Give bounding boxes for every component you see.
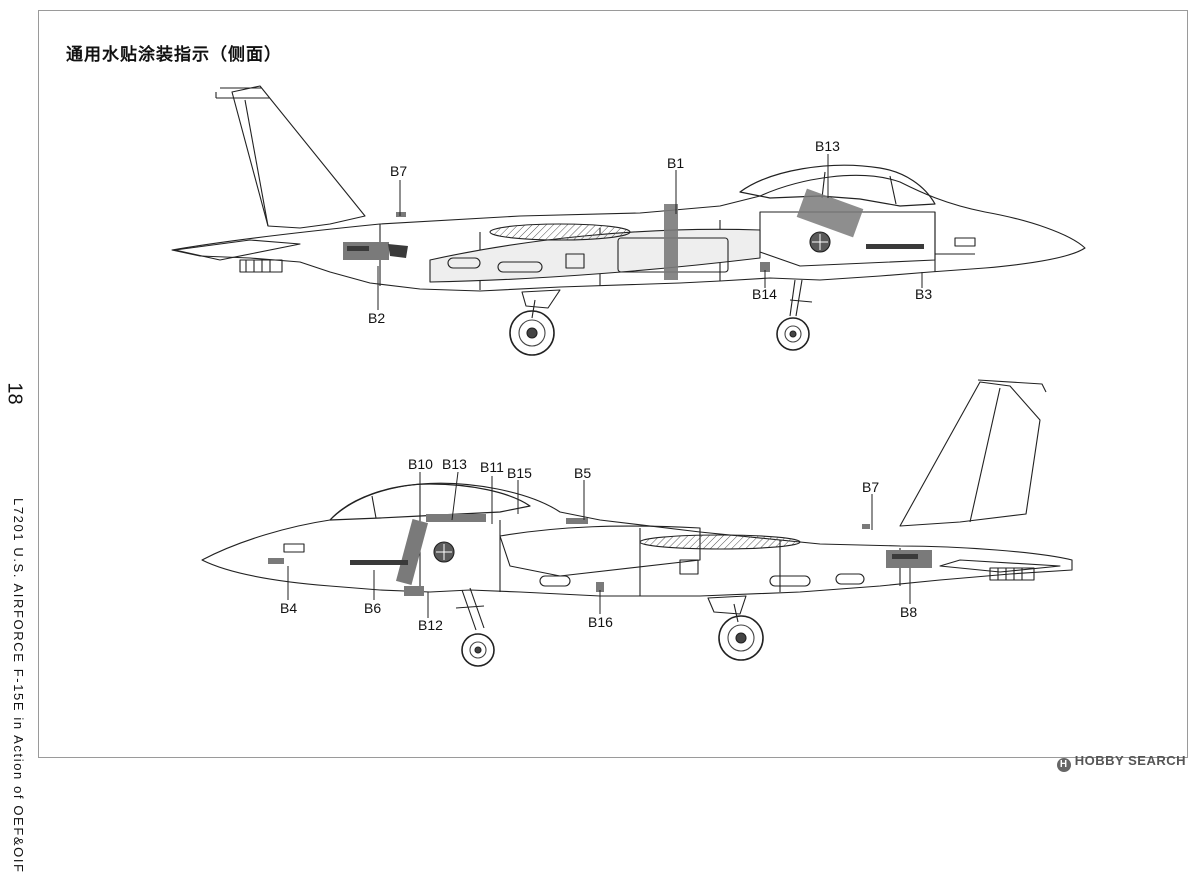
aircraft-diagram [171, 85, 1086, 667]
top-canopy [739, 164, 936, 207]
bottom-vertical-tail [899, 381, 1041, 527]
callout-top-b13: B13 [815, 138, 840, 154]
callout-bottom-b7: B7 [862, 479, 880, 495]
page-border [38, 10, 1188, 758]
bottom-horizontal-stab [939, 559, 1061, 573]
bottom-main-gear-door [707, 595, 747, 615]
callout-bottom-b15: B15 [507, 465, 532, 481]
callout-bottom-b13: B13 [442, 456, 467, 472]
top-fuselage-outline [171, 174, 1086, 292]
hobby-search-logo-icon: H [1056, 758, 1071, 772]
callout-bottom-b4: B4 [280, 600, 298, 616]
watermark-text: HOBBY SEARCH [1074, 753, 1186, 768]
top-nose-wheel [776, 317, 810, 351]
callout-top-b3: B3 [915, 286, 933, 302]
callout-bottom-b10: B10 [408, 456, 433, 472]
bottom-canopy [329, 483, 531, 521]
page-title: 通用水贴涂装指示（侧面） [66, 45, 282, 65]
bottom-intake [499, 525, 701, 577]
callout-top-b1: B1 [667, 155, 685, 171]
bottom-fuselage-outline [201, 482, 1073, 597]
aircraft-top [171, 85, 1086, 356]
callout-bottom-b12: B12 [418, 617, 443, 633]
callout-bottom-b11: B11 [480, 459, 504, 475]
top-main-gear-door [521, 289, 561, 309]
aircraft-bottom [201, 379, 1073, 667]
top-main-wheel [509, 310, 555, 356]
callout-top-b2: B2 [368, 310, 386, 326]
bottom-nose-wheel [461, 633, 495, 667]
bottom-main-wheel [718, 615, 764, 661]
top-vertical-tail [231, 85, 366, 229]
callout-bottom-b6: B6 [364, 600, 382, 616]
callout-top-b14: B14 [752, 286, 777, 302]
callout-bottom-b8: B8 [900, 604, 918, 620]
callout-bottom-b16: B16 [588, 614, 613, 630]
callout-bottom-b5: B5 [574, 465, 592, 481]
top-horizontal-stab [174, 239, 301, 261]
callout-top-b7: B7 [390, 163, 408, 179]
leader-lines [287, 154, 923, 618]
